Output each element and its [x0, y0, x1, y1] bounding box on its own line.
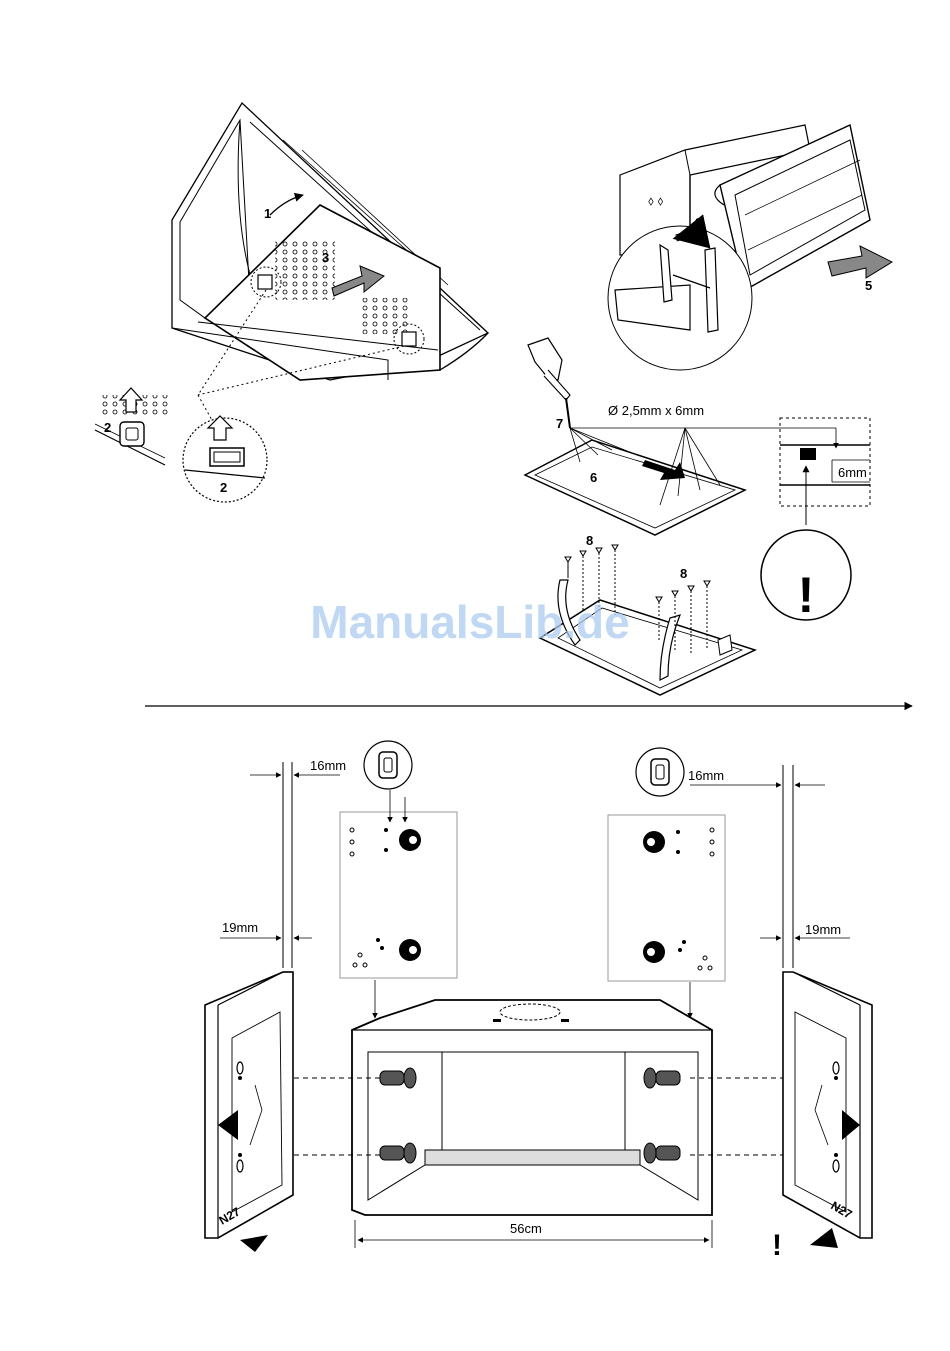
- step-3-label: 3: [322, 250, 329, 265]
- step-2-detail-label: 2: [220, 480, 227, 495]
- right-offset-label: 16mm: [688, 768, 724, 783]
- svg-text:⬨ ⬨: ⬨ ⬨: [648, 193, 663, 208]
- hood-drawer-removal-illustration: ⬨ ⬨ 5: [608, 125, 892, 370]
- left-offset-label: 16mm: [310, 758, 346, 773]
- step-6-label: 6: [590, 470, 597, 485]
- cabinet-mounting-illustration: 16mm 19mm 16mm 19mm: [205, 741, 872, 1262]
- watermark-text: ManualsLib.de: [310, 596, 629, 648]
- warning-exclamation-bottom: !: [772, 1229, 782, 1262]
- drill-and-plate-illustration: 7 6 Ø 2,5mm x 6mm 6mm !: [525, 338, 870, 623]
- step-1-label: 1: [264, 206, 271, 221]
- step-5-label: 5: [865, 278, 872, 293]
- hood-filter-removal-illustration: 1 3 2 2: [95, 103, 488, 502]
- step-2-label: 2: [104, 420, 111, 435]
- warning-circle-exclamation: !: [798, 567, 815, 623]
- depth-6mm-label: 6mm: [838, 465, 867, 480]
- screw-spec-label: Ø 2,5mm x 6mm: [608, 403, 704, 418]
- step-8-left-label: 8: [586, 533, 593, 548]
- left-panel-thickness-label: 19mm: [222, 920, 258, 935]
- step-7-label: 7: [556, 416, 563, 431]
- cabinet-width-label: 56cm: [510, 1221, 542, 1236]
- right-panel-thickness-label: 19mm: [805, 922, 841, 937]
- step-8-right-label: 8: [680, 566, 687, 581]
